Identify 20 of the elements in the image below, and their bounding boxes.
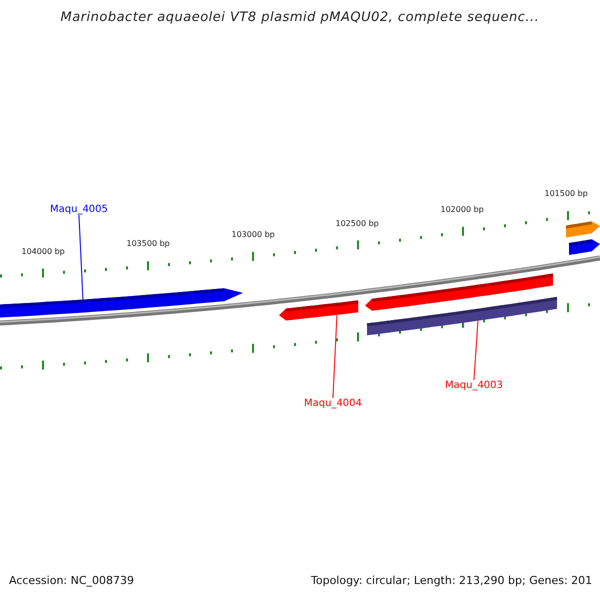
gene-label: Maqu_4003 [445,380,503,391]
gene-label: Maqu_4005 [50,204,108,215]
scale-label: 103500 bp [126,239,170,248]
leader-line [473,320,478,380]
scale-label: 104000 bp [22,246,65,256]
genome-summary: Topology: circular; Length: 213,290 bp; Genes: 201 [311,574,592,587]
gene-label: Maqu_4004 [304,398,362,409]
leader-line [332,314,338,398]
gene-feature [279,300,358,320]
accession-text: Accession: NC_008739 [9,574,134,587]
scale-label: 101500 bp [544,189,588,198]
scale-label: 102000 bp [440,204,484,214]
scale-label: 102500 bp [336,218,379,228]
gene-feature [566,221,600,238]
title: Marinobacter aquaeolei VT8 plasmid pMAQU02, complete sequenc... [60,10,540,25]
gene-feature [0,288,243,318]
cds-feature [366,296,558,336]
gene-feature [568,239,600,255]
scale-label: 103000 bp [232,230,275,239]
leader-line [78,214,84,300]
